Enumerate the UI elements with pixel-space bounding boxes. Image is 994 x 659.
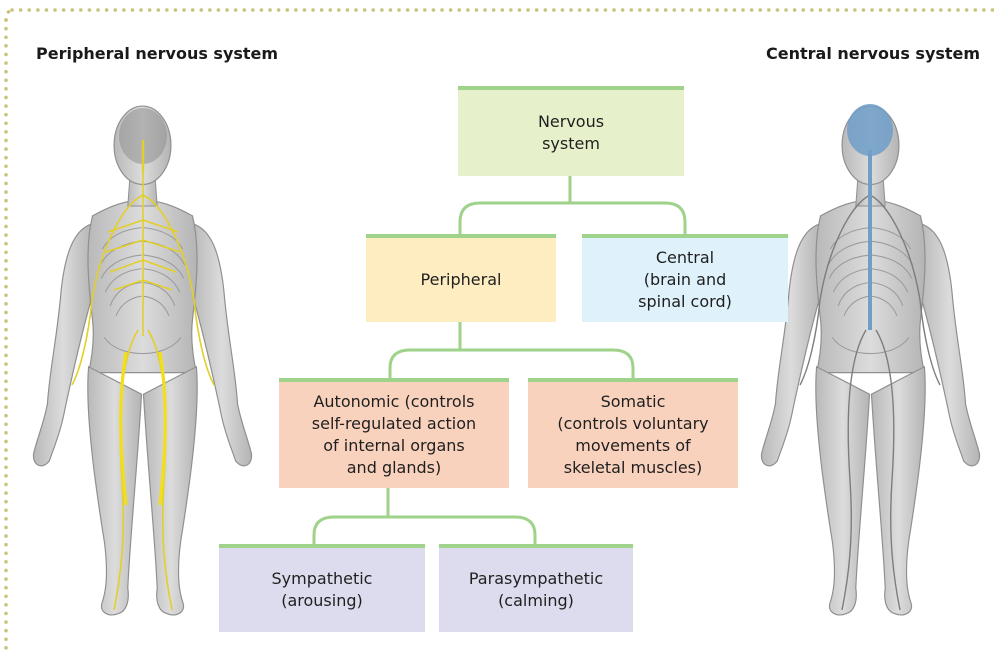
tree-connectors: [312, 176, 687, 546]
other-nerves: [799, 194, 941, 611]
node-autonomic: Autonomic (controls self-regulated actio…: [279, 378, 509, 488]
dotted-frame: [4, 8, 994, 654]
central-nervous-system-title: Central nervous system: [766, 44, 981, 63]
node-parasympathetic: Parasympathetic (calming): [439, 544, 633, 632]
human-figure-peripheral-nerves: [32, 105, 253, 616]
node-sympathetic: Sympathetic (arousing): [219, 544, 425, 632]
node-somatic: Somatic (controls voluntary movements of…: [528, 378, 738, 488]
brain-shape: [847, 104, 893, 156]
peripheral-nervous-system-title: Peripheral nervous system: [36, 44, 279, 63]
node-nervous-system: Nervous system: [458, 86, 684, 176]
human-figure-central-nerves: [760, 104, 981, 616]
node-peripheral: Peripheral: [366, 234, 556, 322]
node-central: Central (brain and spinal cord): [582, 234, 788, 322]
